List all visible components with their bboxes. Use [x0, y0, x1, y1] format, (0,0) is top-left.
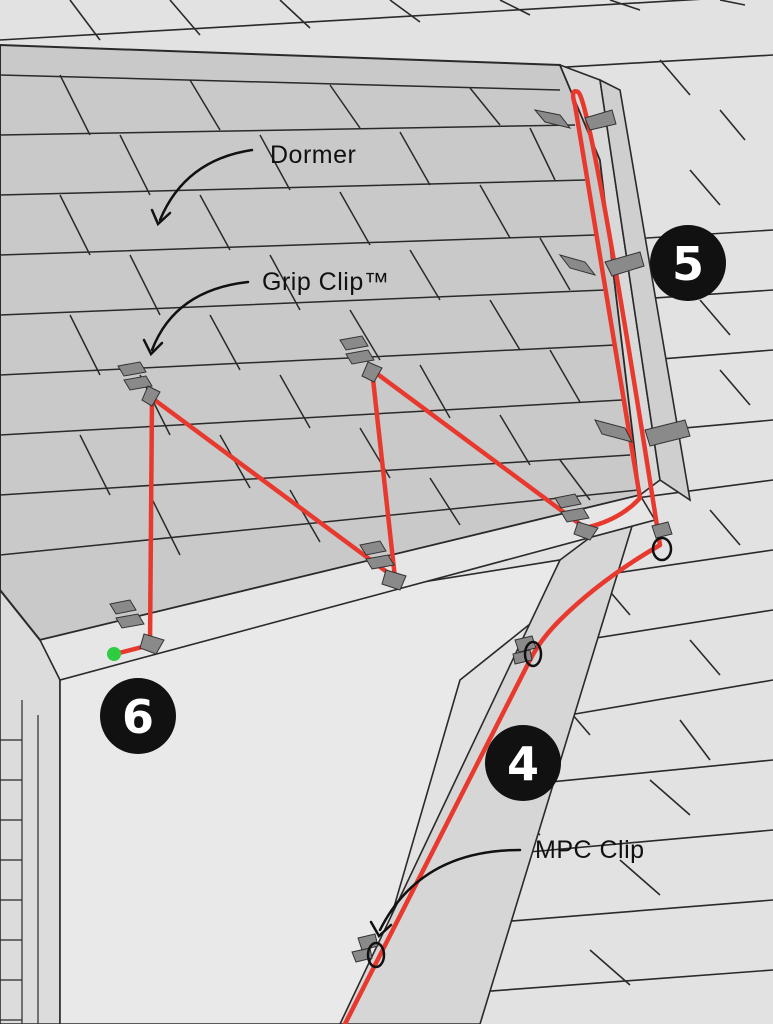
- grip-clip-icon: [594, 419, 691, 447]
- grip-clip-icon: [359, 540, 407, 591]
- grip-clip-icon: [339, 335, 383, 383]
- grip-clip-label: Grip Clip™: [262, 268, 389, 296]
- grip-clip-icon: [533, 109, 617, 131]
- step-number: 4: [507, 737, 539, 791]
- mpc-clip-icon: [351, 933, 386, 969]
- grip-clip-arrow-icon: [150, 280, 250, 352]
- dormer-label: Dormer: [270, 141, 356, 169]
- step-number: 5: [672, 237, 704, 291]
- siding-lines: [0, 700, 39, 1024]
- grip-clip-icons: [109, 109, 691, 655]
- step-number: 6: [122, 690, 154, 744]
- cable-end-dot-icon: [107, 647, 121, 661]
- dormer-shingle-lines: [0, 74, 639, 556]
- cable-dormer-zigzag: [112, 89, 663, 1024]
- dormer-arrow-icon: [158, 148, 254, 222]
- mpc-clip-icon: [651, 521, 673, 562]
- heating-cable: [112, 89, 663, 1024]
- step-marker-6: 6: [100, 678, 176, 754]
- mpc-clip-label: MPC Clip: [535, 836, 645, 864]
- mpc-clip-icon: [512, 635, 543, 668]
- dormer-roof: [0, 43, 692, 681]
- curved-arrow-icons: [142, 148, 522, 938]
- grip-clip-icon: [109, 599, 165, 655]
- mpc-clip-arrow-icon: [378, 848, 522, 932]
- grip-clip-icon: [117, 361, 161, 407]
- mpc-clip-icons: [351, 521, 673, 969]
- step-marker-5: 5: [650, 225, 726, 301]
- grip-clip-icon: [554, 493, 599, 541]
- grip-clip-icon: [558, 251, 645, 277]
- step-marker-4: 4: [485, 725, 561, 801]
